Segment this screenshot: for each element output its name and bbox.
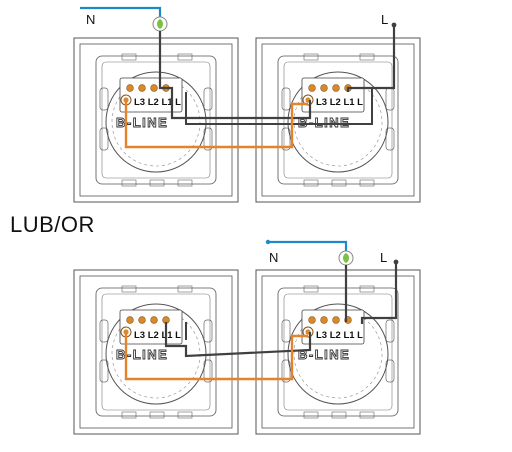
neutral-wire <box>80 6 162 18</box>
traveler-wire-gray <box>185 87 373 125</box>
neutral-label: N <box>86 12 95 27</box>
brand-label: B-LINE <box>116 347 168 362</box>
line-label: L <box>380 250 387 265</box>
separator-label: LUB/OR <box>10 212 95 237</box>
traveler-wire-gray <box>164 322 312 358</box>
neutral-label: N <box>269 250 278 265</box>
lamp-icon <box>152 16 168 32</box>
traveler-wire-orange <box>124 332 308 381</box>
brand-label: B-LINE <box>116 115 168 130</box>
lamp-icon <box>338 250 354 266</box>
neutral-wire <box>268 240 348 252</box>
terminal-labels: L3 L2 L1 L <box>316 330 363 341</box>
traveler-wire-orange <box>124 100 308 149</box>
lamp-wire <box>158 31 174 92</box>
terminal-labels: L3 L2 L1 L <box>316 97 363 108</box>
terminal-labels: L3 L2 L1 L <box>134 330 181 341</box>
traveler-wire-gray <box>170 92 312 120</box>
line-wire <box>360 262 398 324</box>
terminal-labels: L3 L2 L1 L <box>134 97 181 108</box>
line-label: L <box>381 12 388 27</box>
